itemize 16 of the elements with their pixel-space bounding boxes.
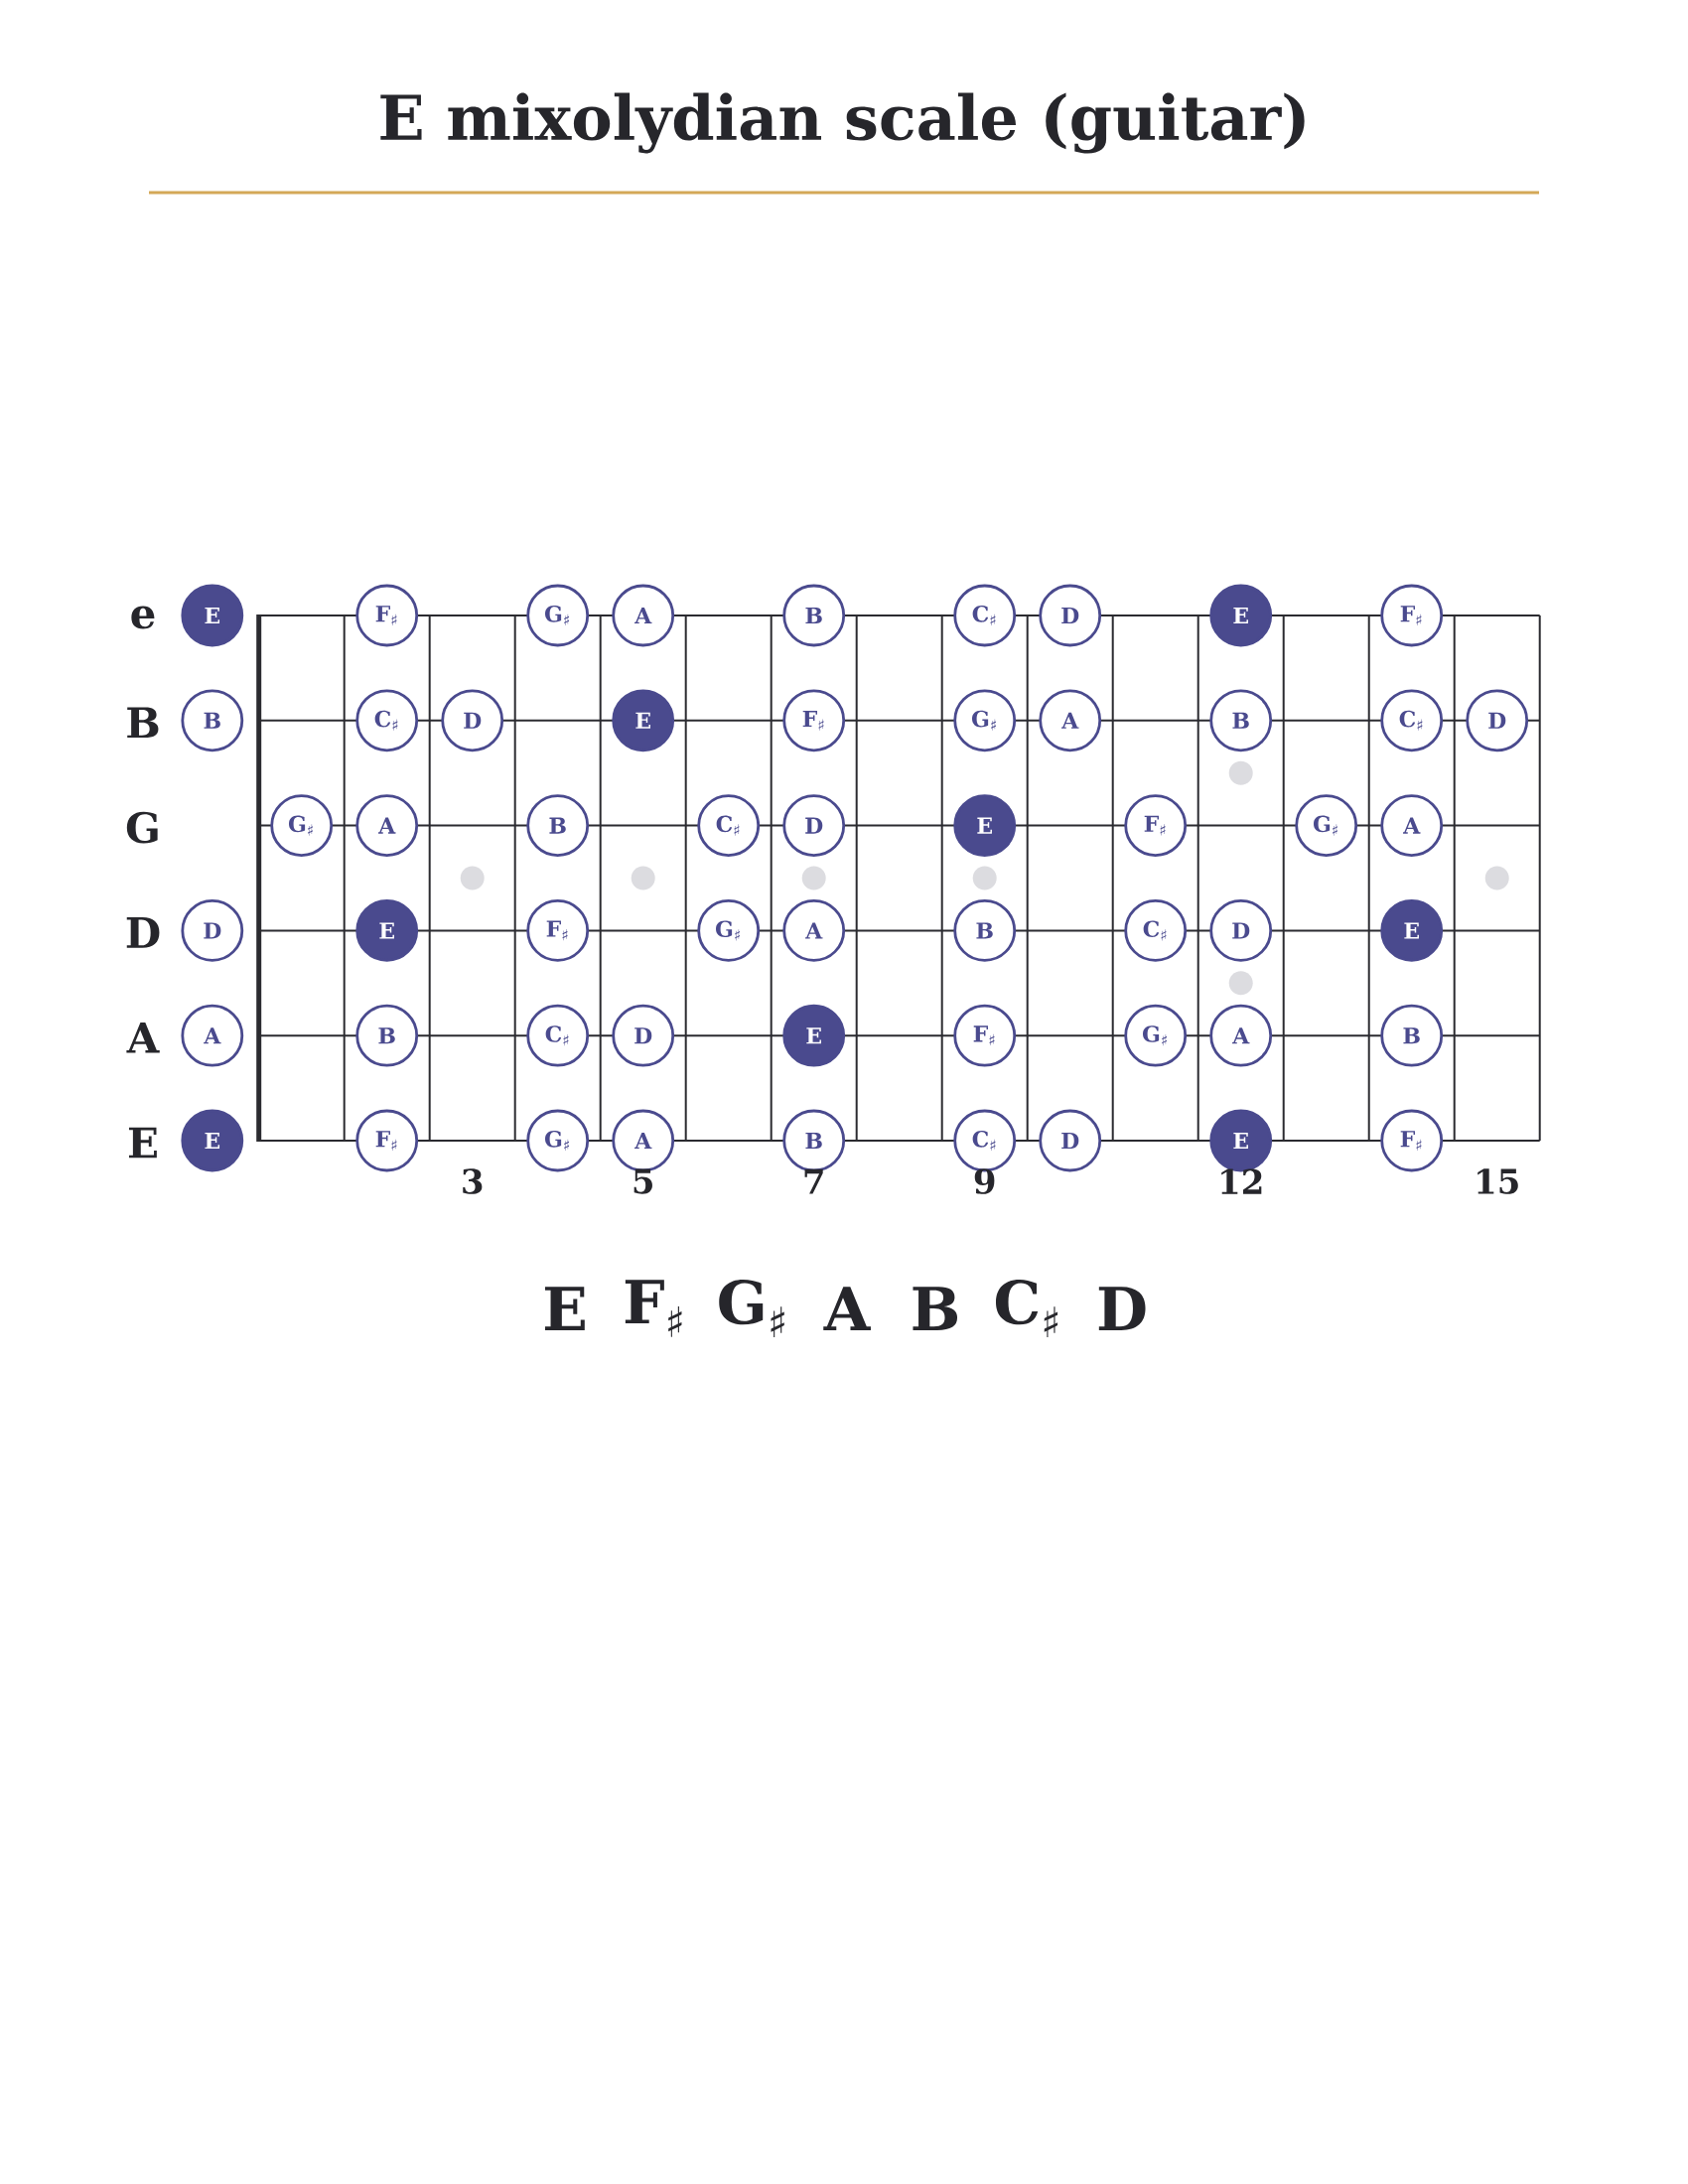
scale-note: F$_{♯}$ — [625, 1280, 682, 1337]
string-name: e — [131, 606, 155, 629]
scale-note: D — [1098, 1287, 1146, 1330]
string-name: G — [126, 811, 158, 844]
string-name: D — [126, 917, 160, 948]
page-title: E mixolydian scale (guitar) — [380, 92, 1305, 154]
string-name: A — [126, 1022, 160, 1053]
scale-note: C$_{♯}$ — [996, 1279, 1058, 1338]
fret-number: 15 — [1477, 1168, 1518, 1194]
scale-note: G$_{♯}$ — [719, 1279, 784, 1338]
fret-number: 3 — [463, 1168, 483, 1194]
scale-note: E — [544, 1287, 585, 1330]
scale-note: A — [823, 1287, 871, 1330]
scale-note: B — [913, 1287, 958, 1330]
string-name: B — [127, 707, 159, 739]
string-name: E — [128, 1127, 157, 1159]
